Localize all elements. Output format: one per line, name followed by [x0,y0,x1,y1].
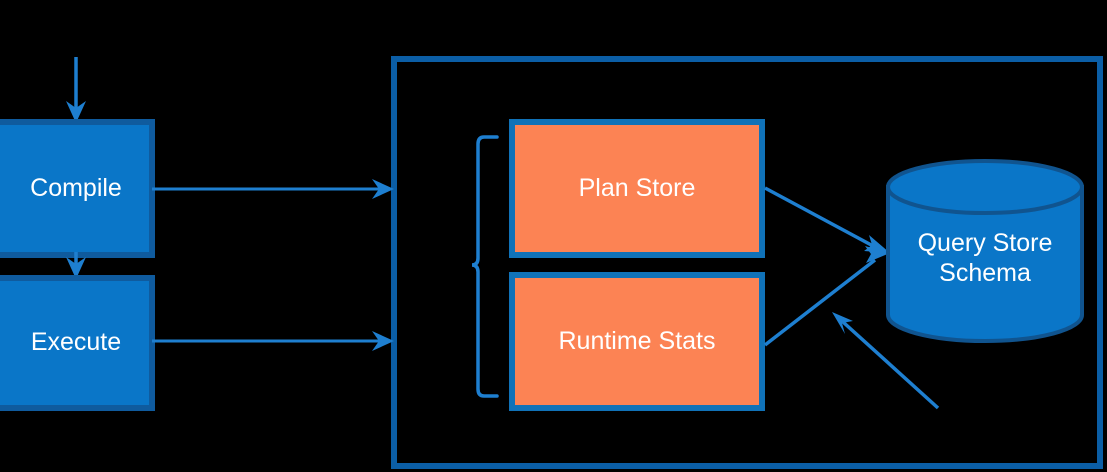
store-group-bracket [471,135,499,398]
runtime-stats-box[interactable] [509,272,765,411]
arrow-runtime-stats-to-schema [763,246,890,347]
query-store-schema-label: Query Store Schema [888,228,1082,288]
arrow-external-to-schema [832,312,940,410]
query-store-schema-label-line2: Schema [939,259,1031,287]
query-store-schema-label-line1: Query Store [917,229,1053,257]
query-store-container [391,56,1103,469]
compile-node-box[interactable] [0,119,155,258]
arrow-compile-to-container [152,179,394,199]
query-store-schema-cylinder[interactable] [886,159,1084,343]
arrow-plan-store-to-schema [764,186,890,253]
arrow-execute-to-container [152,331,394,351]
arrow-input-to-compile [66,57,86,123]
execute-node-box[interactable] [0,275,155,411]
plan-store-box[interactable] [509,119,765,258]
arrow-compile-to-execute [66,252,86,279]
